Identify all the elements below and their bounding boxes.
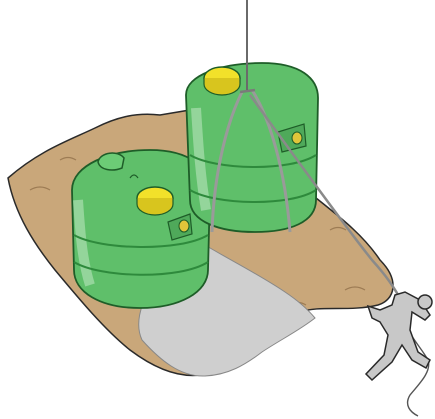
front-tank (71, 149, 211, 309)
worker-figure (364, 291, 433, 382)
hanging-tank (185, 62, 319, 233)
guide-rope (248, 94, 402, 299)
